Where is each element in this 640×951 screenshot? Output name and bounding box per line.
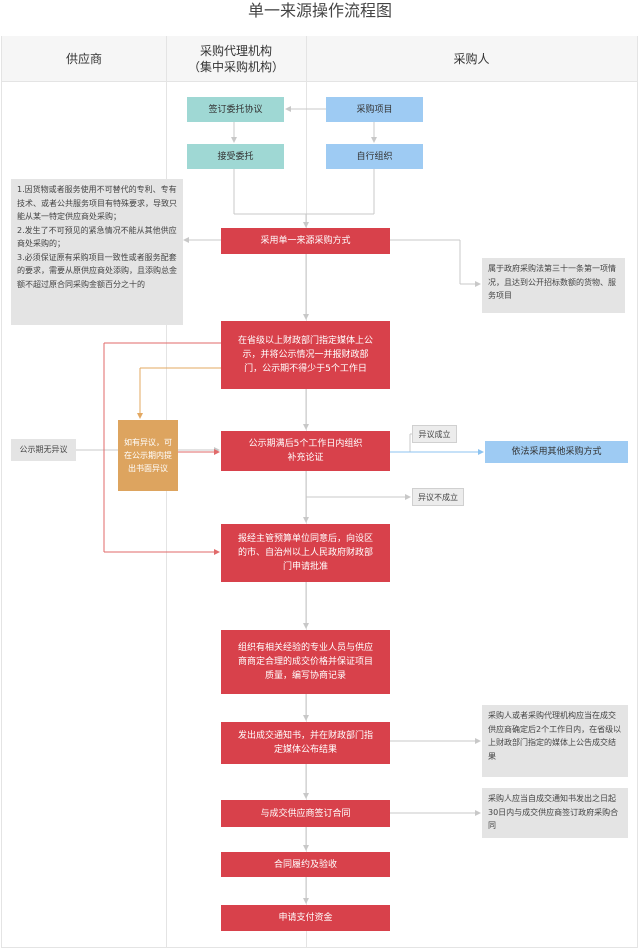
sign-contract-label: 与成交供应商签订合同 [260, 808, 351, 819]
issue-notice-label: 发出成交通知书，并在财政部门指定媒体公布结果 [237, 731, 373, 755]
result-notice-note: 采购人或者采购代理机构应当在成交供应商确定后2个工作日内，在省级以上财政部门指定… [482, 705, 628, 777]
no-objection-note: 公示期无异议 [11, 439, 76, 461]
objection-node: 如有异议，可在公示期内提出书面异议 [118, 420, 178, 491]
page-title: 单一来源操作流程图 [247, 1, 392, 20]
purchase-project-node: 采购项目 [326, 97, 423, 122]
payment-node: 申请支付资金 [221, 905, 390, 931]
publicity-node: 在省级以上财政部门指定媒体上公示，并将公示情况一并报财政部门，公示期不得少于5个… [221, 321, 390, 389]
objection-rejected-text: 异议不成立 [418, 492, 458, 502]
contract-deadline-text: 采购人应当自成交通知书发出之日起30日内与成交供应商签订政府采购合同 [488, 794, 619, 830]
objection-upheld-text: 异议成立 [418, 429, 451, 439]
acceptance-node: 合同履约及验收 [221, 852, 390, 877]
other-method-node: 依法采用其他采购方式 [485, 441, 628, 463]
column-label-agency: 采购代理机构 [199, 43, 272, 58]
column-label-supplier: 供应商 [65, 51, 102, 66]
approval-node: 报经主管预算单位同意后，向设区的市、自治州以上人民政府财政部门申请批准 [221, 524, 390, 582]
use-single-source-label: 采用单一来源采购方式 [260, 236, 351, 246]
approval-label: 报经主管预算单位同意后，向设区的市、自治州以上人民政府财政部门申请批准 [237, 534, 373, 572]
objection-rejected-label: 异议不成立 [412, 488, 464, 506]
acceptance-label: 合同履约及验收 [273, 859, 337, 870]
issue-notice-node: 发出成交通知书，并在财政部门指定媒体公布结果 [221, 722, 390, 764]
column-header-supplier: 供应商 [2, 36, 166, 82]
purchase-project-label: 采购项目 [356, 104, 393, 115]
other-method-label: 依法采用其他采购方式 [511, 447, 602, 457]
sign-agreement-label: 签订委托协议 [208, 104, 263, 115]
column-label-agency-sub: （集中采购机构） [187, 59, 284, 74]
swimlane-divider-1 [166, 36, 167, 948]
expert-review-node: 公示期满后5个工作日内组织补充论证 [221, 431, 390, 471]
column-header-purchaser: 采购人 [306, 36, 637, 82]
expert-review-label: 公示期满后5个工作日内组织补充论证 [248, 439, 363, 463]
single-source-conditions-note: 1.因货物或者服务使用不可替代的专利、专有技术、或者公共服务项目有特殊要求，导致… [11, 179, 183, 325]
column-label-purchaser: 采购人 [453, 51, 490, 66]
result-notice-text: 采购人或者采购代理机构应当在成交供应商确定后2个工作日内，在省级以上财政部门指定… [488, 711, 622, 761]
negotiation-label: 组织有相关经验的专业人员与供应商商定合理的成交价格并保证项目质量，编写协商记录 [237, 643, 373, 681]
objection-label: 如有异议，可在公示期内提出书面异议 [124, 438, 172, 473]
sign-agreement-node: 签订委托协议 [187, 97, 284, 122]
procurement-law-note: 属于政府采购法第三十一条第一项情况，且达到公开招标数额的货物、服务项目 [482, 258, 625, 313]
use-single-source-node: 采用单一来源采购方式 [221, 228, 390, 254]
column-header-agency: 采购代理机构 （集中采购机构） [166, 36, 306, 82]
single-source-conditions-text: 1.因货物或者服务使用不可替代的专利、专有技术、或者公共服务项目有特殊要求，导致… [17, 185, 177, 289]
self-organize-node: 自行组织 [326, 144, 423, 169]
accept-entrust-node: 接受委托 [187, 144, 284, 169]
payment-label: 申请支付资金 [278, 913, 333, 923]
procurement-law-text: 属于政府采购法第三十一条第一项情况，且达到公开招标数额的货物、服务项目 [488, 264, 616, 300]
publicity-label: 在省级以上财政部门指定媒体上公示，并将公示情况一并报财政部门，公示期不得少于5个… [237, 336, 373, 374]
accept-entrust-label: 接受委托 [217, 151, 254, 162]
self-organize-label: 自行组织 [356, 151, 393, 162]
objection-upheld-label: 异议成立 [412, 425, 457, 443]
sign-contract-node: 与成交供应商签订合同 [221, 800, 390, 827]
contract-deadline-note: 采购人应当自成交通知书发出之日起30日内与成交供应商签订政府采购合同 [482, 788, 628, 838]
negotiation-node: 组织有相关经验的专业人员与供应商商定合理的成交价格并保证项目质量，编写协商记录 [221, 630, 390, 694]
no-objection-label: 公示期无异议 [19, 445, 68, 455]
